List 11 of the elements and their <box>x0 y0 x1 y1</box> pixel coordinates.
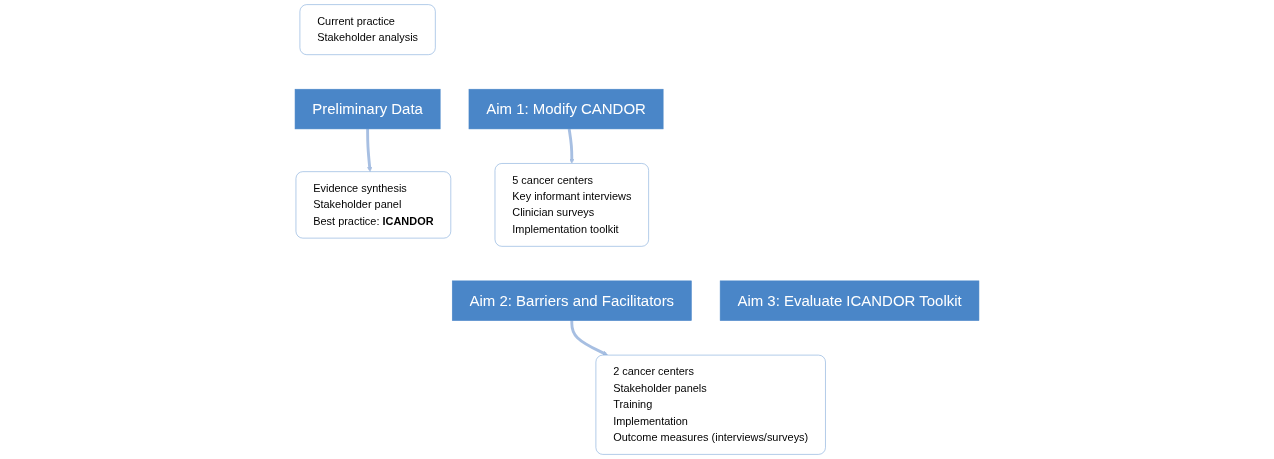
node-box: Aim 1: Modify CANDOR <box>468 88 664 130</box>
node-box: Aim 3: Evaluate ICANDOR Toolkit <box>719 280 980 321</box>
node-box: Preliminary Data <box>294 88 441 130</box>
arrow <box>366 128 373 172</box>
node-box: 2 cancer centers Stakeholder panels Training Implementation Outcome measures (interviews/surveys) <box>595 354 826 455</box>
node-box: Current practice Stakeholder analysis <box>299 4 436 55</box>
arrow <box>570 320 608 356</box>
arrow <box>567 128 575 164</box>
node-box: Evidence synthesis Stakeholder panel Best practice: ICANDOR <box>295 171 452 239</box>
node-box: 5 cancer centers Key informant interviews Clinician surveys Implementation toolkit <box>494 163 649 247</box>
node-box: Aim 2: Barriers and Facilitators <box>451 280 692 321</box>
